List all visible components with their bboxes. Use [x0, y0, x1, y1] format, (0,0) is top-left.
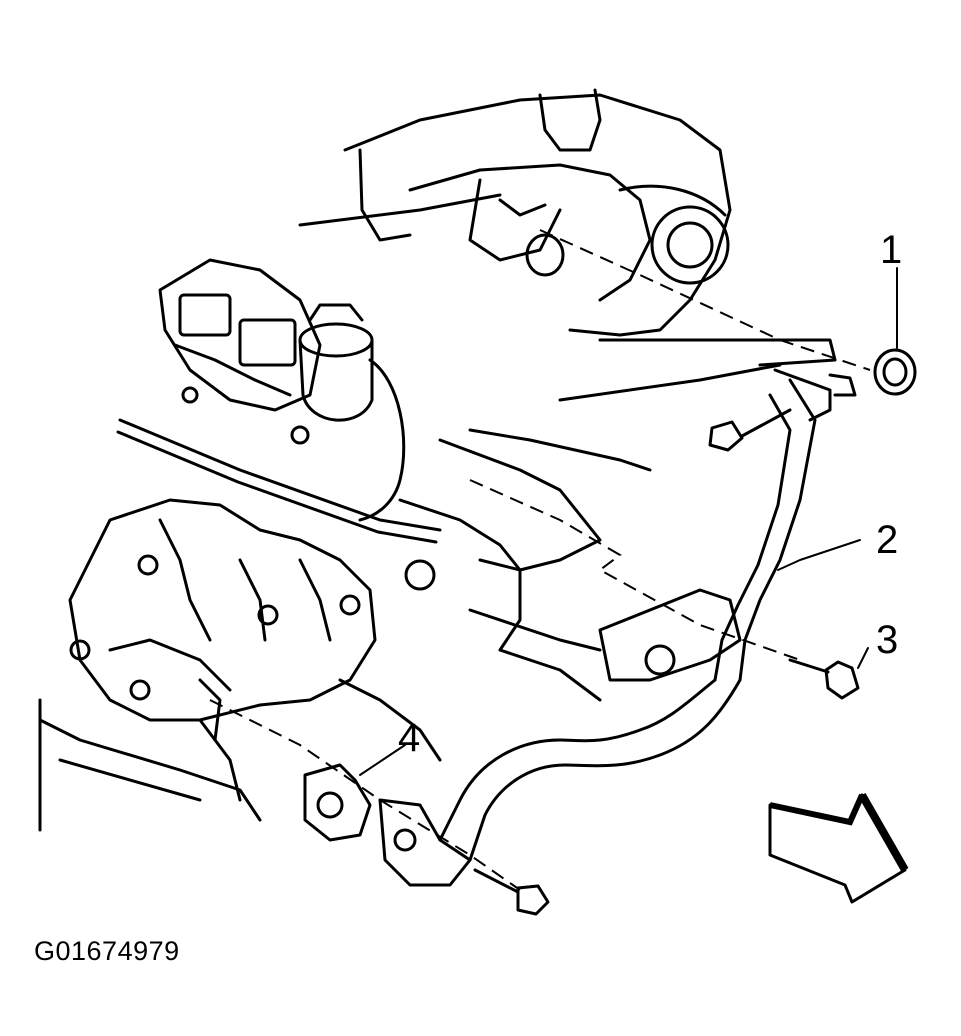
callout-3: 3: [876, 618, 899, 662]
intake-manifold: [298, 88, 732, 337]
bolt-3: [788, 658, 860, 700]
callout-4: 4: [398, 716, 421, 760]
oil-fill-cap: [298, 303, 374, 422]
bolt-upper: [708, 408, 792, 452]
coil-pack: [158, 258, 322, 445]
egr-gasket-lower: [303, 763, 372, 842]
figure-id: G01674979: [34, 936, 180, 966]
front-arrow-icon: [768, 793, 909, 904]
callout-1: 1: [880, 228, 903, 272]
callout-2: 2: [876, 518, 899, 562]
egr-gasket-upper: [828, 348, 917, 397]
engine-block: [38, 648, 602, 832]
cylinder-head: [116, 338, 837, 652]
bolt-lower: [473, 868, 550, 916]
exhaust-manifold: [68, 498, 377, 742]
egr-pipe: [378, 368, 832, 887]
